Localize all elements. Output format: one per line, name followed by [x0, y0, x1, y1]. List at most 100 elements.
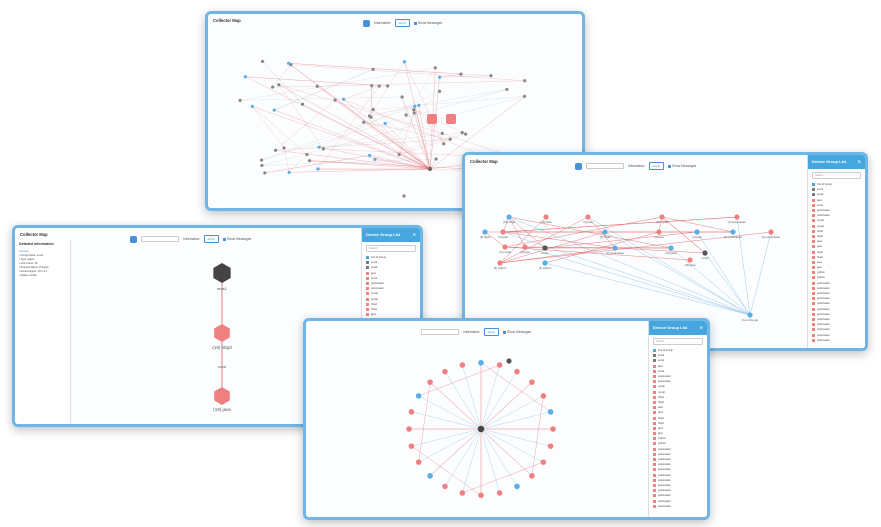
node-circle[interactable] [427, 473, 433, 479]
node-circle[interactable] [542, 245, 548, 251]
node-hexagon-httpd[interactable] [214, 324, 230, 342]
node-dot[interactable] [412, 108, 416, 112]
group-list-item[interactable]: ems1 [653, 369, 703, 374]
apply-button[interactable]: Apply [483, 328, 500, 336]
group-list-item[interactable]: postmaster [653, 452, 703, 457]
group-list-item[interactable]: python [812, 270, 861, 275]
node-dot[interactable] [243, 75, 247, 79]
node-label-text[interactable]: (5) python [494, 266, 507, 270]
node-dot[interactable] [505, 87, 509, 92]
node-label-text[interactable]: (3) mysql [499, 250, 511, 254]
show-messages-checkbox[interactable]: Show Messages [223, 237, 251, 241]
close-icon[interactable]: ✕ [699, 325, 703, 330]
group-list-item[interactable]: postmaster [812, 338, 861, 343]
group-list-item[interactable]: postmaster [812, 312, 861, 317]
map-icon[interactable] [575, 162, 582, 170]
node-dot[interactable] [250, 104, 254, 109]
node-circle[interactable] [408, 443, 415, 449]
group-list-item[interactable]: java [653, 405, 703, 410]
group-list-item[interactable]: ems2 [366, 265, 416, 270]
group-list-item[interactable]: postmaster [653, 504, 703, 509]
group-list-item[interactable]: postmaster [812, 291, 861, 296]
node-dot[interactable] [321, 147, 325, 151]
node-circle[interactable] [514, 368, 520, 375]
node-dot[interactable] [238, 98, 242, 102]
node-dot[interactable] [377, 84, 381, 88]
group-search-input[interactable]: Search [653, 338, 703, 345]
group-list-item[interactable]: postmaster [812, 332, 861, 337]
node-label-text[interactable]: (3) postmaster [606, 251, 624, 255]
node-circle[interactable] [668, 245, 674, 251]
node-dot[interactable] [459, 72, 463, 76]
node-circle[interactable] [478, 359, 484, 366]
node-hub-secondary[interactable] [506, 358, 512, 364]
group-list-item[interactable]: postmaster [366, 286, 416, 291]
node-circle[interactable] [497, 260, 503, 266]
node-dot[interactable] [383, 121, 387, 126]
node-label-text[interactable]: (19) java [213, 407, 231, 412]
group-list-item[interactable]: postmaster [812, 281, 861, 286]
node-dot[interactable] [371, 67, 375, 71]
node-hexagon-java[interactable] [214, 387, 230, 405]
node-circle[interactable] [500, 229, 506, 235]
node-dot[interactable] [404, 113, 408, 117]
group-list-item[interactable]: python [653, 441, 703, 446]
node-label-text[interactable]: ems2 [702, 256, 709, 260]
node-circle[interactable] [543, 214, 549, 220]
node-label-text[interactable]: (10) java [666, 251, 677, 255]
node-dot[interactable] [271, 85, 275, 89]
node-dot[interactable] [437, 89, 442, 93]
node-dot[interactable] [307, 159, 312, 163]
node-hub[interactable] [477, 425, 485, 433]
node-dot[interactable] [385, 84, 390, 88]
group-list-item[interactable]: java [653, 410, 703, 415]
group-list-item[interactable]: postmaster [653, 478, 703, 483]
apply-button[interactable]: Apply [394, 19, 411, 27]
node-circle[interactable] [702, 250, 708, 256]
node-circle[interactable] [529, 379, 535, 385]
node-dot[interactable] [277, 83, 281, 87]
node-circle[interactable] [612, 245, 618, 251]
node-label-text[interactable]: Out of Group [742, 318, 759, 322]
apply-button[interactable]: Apply [203, 235, 220, 243]
group-select[interactable] [141, 236, 179, 242]
node-dot[interactable] [413, 104, 417, 108]
node-label-text[interactable]: (19) httpd [503, 220, 515, 224]
node-circle[interactable] [547, 443, 554, 449]
group-list-item[interactable]: Out of Group [812, 182, 861, 187]
node-dot[interactable] [260, 163, 264, 168]
group-list-item[interactable]: postmaster [812, 317, 861, 322]
node-dot[interactable] [260, 59, 265, 64]
group-list-item[interactable]: mysql [366, 297, 416, 302]
node-hub[interactable] [428, 167, 432, 171]
group-list-item[interactable]: httpd [653, 400, 703, 405]
group-list-item[interactable]: Out of Group [366, 255, 416, 260]
group-search-input[interactable]: Search [812, 172, 861, 179]
node-circle[interactable] [522, 244, 528, 250]
group-list-item[interactable]: postmaster [366, 281, 416, 286]
node-circle[interactable] [550, 426, 556, 432]
group-list-item[interactable]: ems1 [366, 260, 416, 265]
group-list-item[interactable]: postmaster [812, 208, 861, 213]
node-label-text[interactable]: (3) postmaster [762, 235, 780, 239]
node-dot[interactable] [440, 131, 444, 135]
map-canvas[interactable]: Collector Map Information Apply Show Mes… [465, 155, 865, 348]
group-list-item[interactable]: java [653, 364, 703, 369]
map-icon[interactable] [363, 19, 370, 27]
group-list-item[interactable]: postmaster [812, 327, 861, 332]
group-list-item[interactable]: java [812, 260, 861, 265]
node-dot[interactable] [417, 103, 421, 107]
group-select[interactable] [586, 163, 624, 169]
node-circle[interactable] [408, 409, 415, 415]
node-circle[interactable] [406, 426, 412, 432]
group-list-item[interactable]: httpd [653, 395, 703, 400]
node-dot[interactable] [464, 132, 468, 136]
node-dot[interactable] [315, 84, 319, 88]
node-label-text[interactable]: (19) httpd [212, 345, 232, 350]
group-list-item[interactable]: httpd [653, 421, 703, 426]
node-label-text[interactable]: (3) postmaster [724, 235, 742, 239]
node-dot[interactable] [287, 170, 291, 174]
node-label-text[interactable]: (3) java [583, 220, 593, 224]
node-circle[interactable] [415, 459, 422, 465]
node-circle[interactable] [442, 483, 448, 490]
